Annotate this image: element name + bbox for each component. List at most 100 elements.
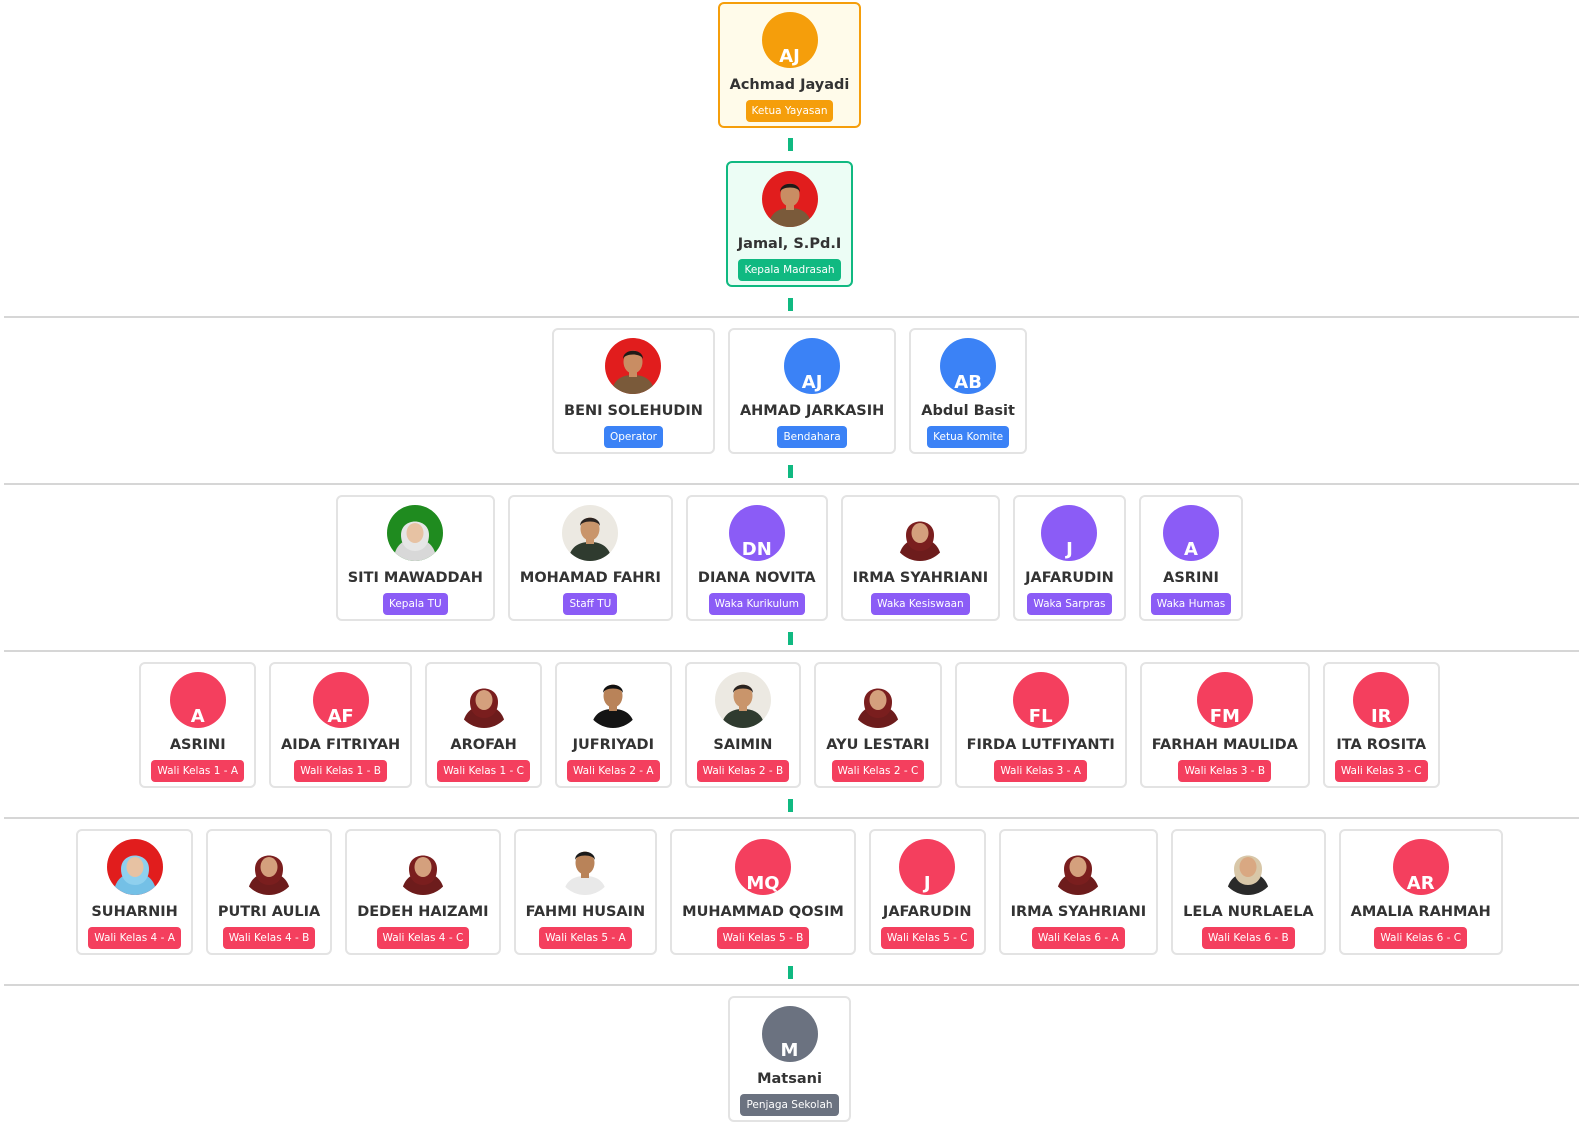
avatar-initials: A [169,672,226,728]
role-badge: Operator [603,426,663,448]
avatar-initials-text: A [190,706,205,727]
member-card-putri-aulia[interactable]: PUTRI AULIA Wali Kelas 4 - B [205,829,333,955]
role-badge: Wali Kelas 4 - C [376,927,470,949]
member-name: JAFARUDIN [882,904,972,920]
avatar-initials: AF [312,672,369,728]
avatar-initials: J [1041,505,1098,561]
member-name: FARHAH MAULIDA [1151,737,1298,753]
level-connector [788,799,793,812]
avatar-initials-text: FM [1209,706,1240,727]
member-name: SUHARNIH [91,904,178,920]
level-divider [4,316,1579,318]
member-name: MOHAMAD FAHRI [519,570,661,586]
role-badge: Waka Kurikulum [708,593,805,615]
role-badge: Waka Humas [1150,593,1232,615]
member-card-farhah-maulida[interactable]: FM FARHAH MAULIDA Wali Kelas 3 - B [1139,662,1310,788]
member-name: PUTRI AULIA [217,904,321,920]
member-card-dedeh-haizami[interactable]: DEDEH HAIZAMI Wali Kelas 4 - C [345,829,501,955]
avatar-initials-text: AJ [801,372,823,393]
member-name: AIDA FITRIYAH [281,737,401,753]
member-name: Jamal, S.Pd.I [737,236,842,252]
avatar-initials: A [1163,505,1219,561]
member-card-suharnih[interactable]: SUHARNIH Wali Kelas 4 - A [76,829,193,955]
member-name: BENI SOLEHUDIN [564,403,703,419]
avatar-photo [455,672,512,728]
avatar-photo [106,839,163,895]
avatar-initials-text: A [1184,539,1198,560]
avatar-initials: AB [940,338,997,394]
member-card-beni-solehudin[interactable]: BENI SOLEHUDIN Operator [552,328,715,454]
avatar-photo [562,505,619,561]
avatar-initials: FM [1196,672,1253,728]
role-badge: Wali Kelas 4 - A [88,927,181,949]
avatar-initials: AJ [784,338,841,394]
role-badge: Wali Kelas 4 - B [222,927,316,949]
member-name: ASRINI [1163,570,1219,586]
role-badge: Wali Kelas 5 - B [716,927,810,949]
role-badge: Wali Kelas 5 - A [539,927,632,949]
member-name: FAHMI HUSAIN [525,904,646,920]
avatar-photo [1050,839,1107,895]
role-badge: Wali Kelas 2 - B [696,760,790,782]
level-divider [4,817,1579,819]
member-card-arofah[interactable]: AROFAH Wali Kelas 1 - C [425,662,542,788]
role-badge: Wali Kelas 3 - B [1178,760,1272,782]
member-card-asrini[interactable]: A ASRINI Waka Humas [1138,495,1244,621]
member-name: Achmad Jayadi [729,77,850,93]
role-badge: Wali Kelas 5 - C [880,927,974,949]
avatar-initials: AJ [761,12,818,68]
member-name: SITI MAWADDAH [347,570,483,586]
member-name: Matsani [757,1071,822,1087]
avatar-photo [557,839,614,895]
avatar-initials-text: J [923,873,931,894]
role-badge: Wali Kelas 1 - B [294,760,387,782]
role-badge: Waka Sarpras [1027,593,1112,615]
avatar-photo [892,505,949,561]
avatar-initials: IR [1353,672,1410,728]
member-name: AROFAH [450,737,517,753]
avatar-initials: MQ [735,839,791,895]
role-badge: Wali Kelas 1 - A [151,760,245,782]
level-row-6: SUHARNIH Wali Kelas 4 - A PUTRI AULIA Wali … [0,829,1579,955]
avatar-initials-text: DN [741,539,772,560]
avatar-photo [849,672,906,728]
avatar-initials-text: MQ [746,873,780,894]
member-name: DEDEH HAIZAMI [357,904,489,920]
member-card-aida-fitriyah[interactable]: AF AIDA FITRIYAH Wali Kelas 1 - B [269,662,413,788]
member-card-fahmi-husain[interactable]: FAHMI HUSAIN Wali Kelas 5 - A [513,829,658,955]
member-name: Abdul Basit [921,403,1015,419]
level-divider [4,650,1579,652]
role-badge: Wali Kelas 6 - B [1202,927,1295,949]
level-connector [788,966,793,979]
level-connector [788,632,793,645]
role-badge: Wali Kelas 2 - A [566,760,660,782]
avatar-photo [387,505,444,561]
role-badge: Wali Kelas 1 - C [437,760,530,782]
avatar-initials-text: IR [1370,706,1392,727]
member-card-jafarudin[interactable]: J JAFARUDIN Wali Kelas 5 - C [868,829,986,955]
avatar-photo [585,672,642,728]
